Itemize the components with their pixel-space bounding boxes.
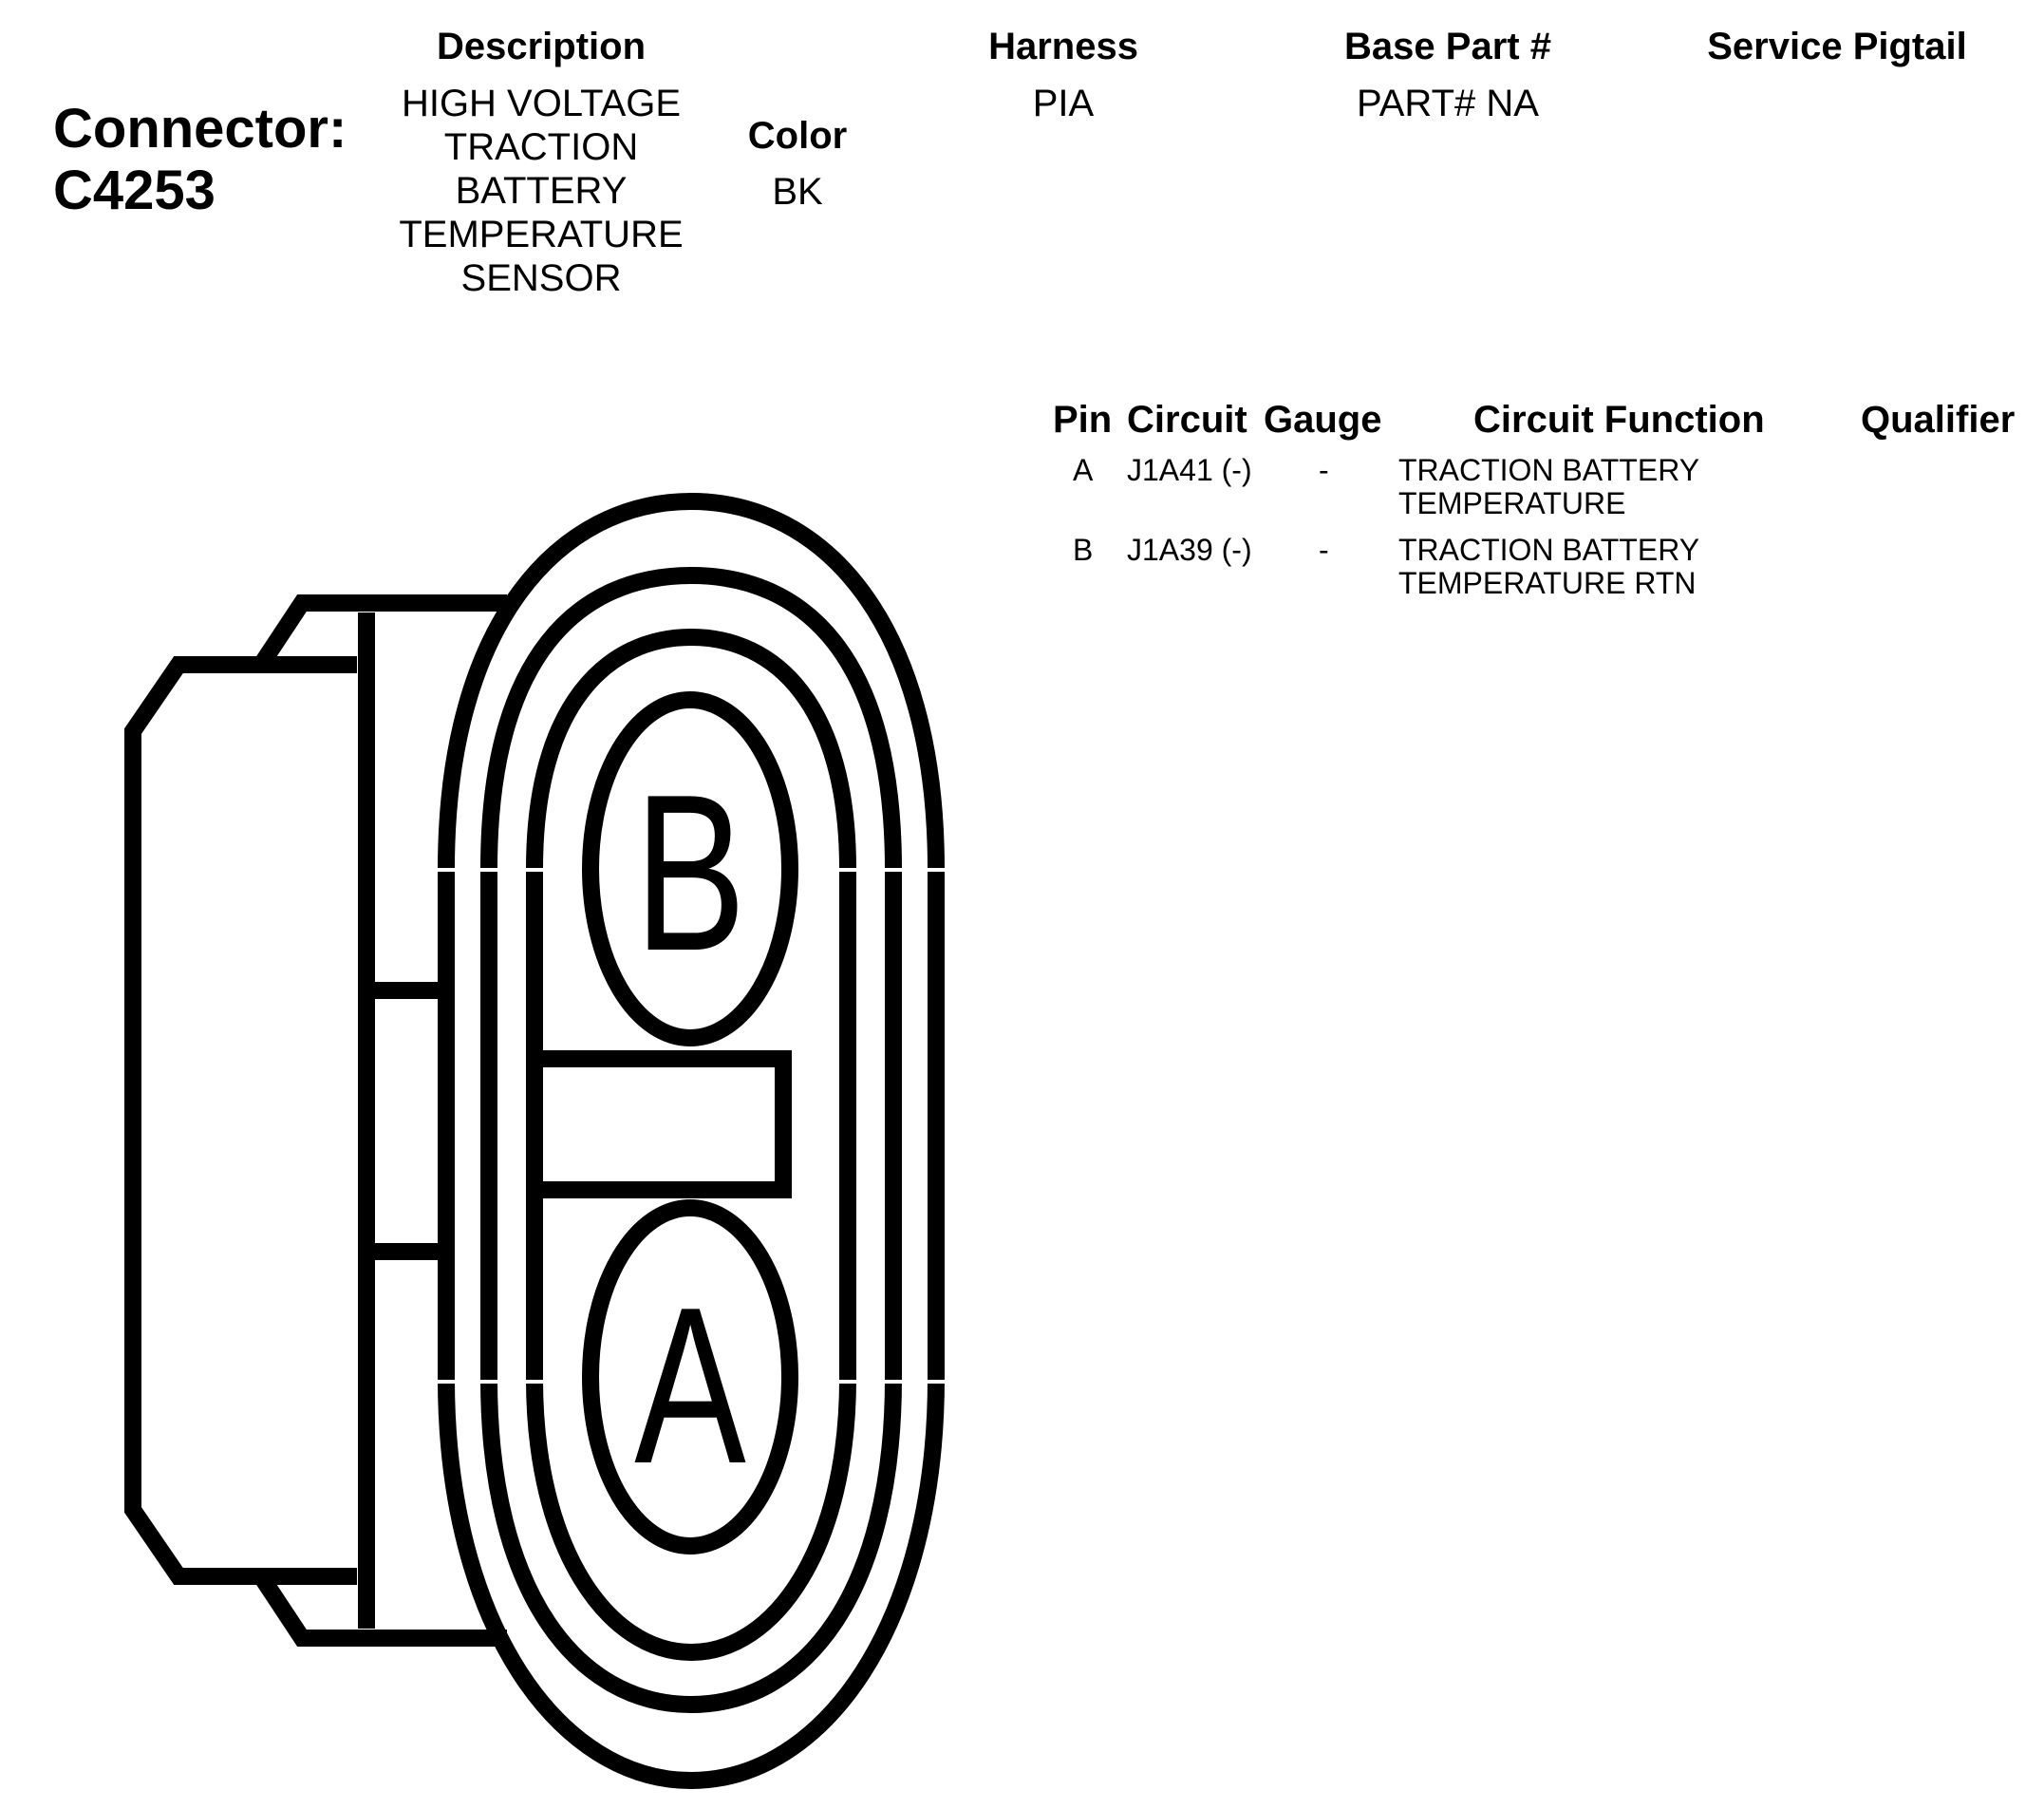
row-a-gauge: - bbox=[1319, 453, 1329, 487]
description-line: TRACTION bbox=[443, 126, 639, 168]
outer-shroud bbox=[438, 492, 945, 1790]
description-value: HIGH VOLTAGE TRACTION BATTERY TEMPERATUR… bbox=[361, 82, 722, 300]
row-b-function: TRACTION BATTERY TEMPERATURE RTN bbox=[1398, 534, 1699, 600]
row-b-circuit: J1A39 (-) bbox=[1127, 533, 1252, 567]
circuit-function-header: Circuit Function bbox=[1473, 399, 1765, 441]
row-a-function: TRACTION BATTERY TEMPERATURE bbox=[1398, 454, 1699, 520]
qualifier-header: Qualifier bbox=[1861, 399, 2016, 441]
description-line: HIGH VOLTAGE bbox=[401, 83, 682, 124]
inner-cavity bbox=[526, 628, 856, 1662]
function-line: TEMPERATURE bbox=[1398, 486, 1626, 520]
base-part-header: Base Part # bbox=[1344, 26, 1551, 67]
harness-value: PIA bbox=[1032, 83, 1095, 124]
row-b-gauge: - bbox=[1319, 533, 1329, 567]
connector-id: C4253 bbox=[53, 160, 216, 221]
pin-a-outline bbox=[582, 1199, 798, 1555]
row-b-pin: B bbox=[1073, 533, 1094, 567]
description-line: BATTERY bbox=[455, 170, 628, 212]
pin-b-outline bbox=[582, 691, 798, 1046]
function-line: TRACTION BATTERY bbox=[1398, 533, 1700, 567]
function-line: TEMPERATURE RTN bbox=[1398, 566, 1697, 600]
pin-header: Pin bbox=[1053, 399, 1113, 441]
circuit-header: Circuit bbox=[1127, 399, 1247, 441]
row-a-circuit: J1A41 (-) bbox=[1127, 453, 1252, 487]
gauge-header: Gauge bbox=[1264, 399, 1382, 441]
base-part-value: PART# NA bbox=[1357, 83, 1539, 124]
pin-b-label: B bbox=[634, 748, 746, 997]
harness-header: Harness bbox=[988, 26, 1138, 67]
key-slot bbox=[526, 1050, 792, 1198]
description-line: TEMPERATURE bbox=[399, 214, 684, 255]
description-header: Description bbox=[436, 26, 647, 67]
color-value: BK bbox=[772, 171, 823, 213]
pin-a-label: A bbox=[634, 1261, 746, 1510]
color-header: Color bbox=[747, 115, 848, 157]
function-line: TRACTION BATTERY bbox=[1398, 453, 1700, 487]
second-shell bbox=[480, 566, 902, 1714]
service-pigtail-header: Service Pigtail bbox=[1707, 26, 1967, 67]
body-outline bbox=[124, 656, 357, 1585]
description-line: SENSOR bbox=[460, 257, 622, 299]
top-ear bbox=[253, 594, 507, 669]
row-a-pin: A bbox=[1073, 453, 1094, 487]
connector-label: Connector: bbox=[53, 98, 347, 160]
bottom-ear bbox=[253, 1572, 507, 1647]
